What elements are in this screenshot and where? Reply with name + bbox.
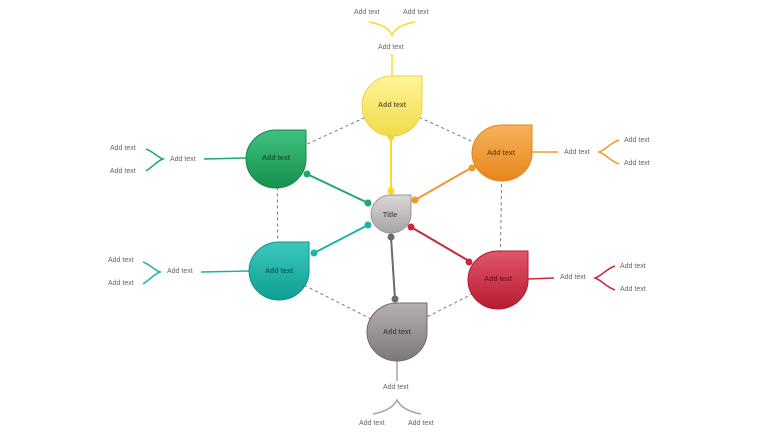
teal-branch-top: Add text: [108, 257, 134, 264]
red-branch-bottom: Add text: [620, 286, 646, 293]
connector-dot-teal: [364, 221, 372, 229]
node-green[interactable]: Add text: [245, 129, 307, 189]
center-title: Title: [383, 212, 397, 219]
connectors: [303, 133, 476, 303]
connector-gray: [390, 236, 396, 300]
brace-red: [592, 265, 616, 291]
connector-dot-gray-end: [391, 295, 399, 303]
brace-green: [145, 148, 166, 172]
node-red[interactable]: Add text: [467, 250, 529, 310]
teal-branch-main: Add text: [167, 268, 193, 275]
yellow-branch-left: Add text: [354, 9, 380, 16]
node-label-red: Add text: [484, 276, 513, 283]
connector-dot-red-end: [465, 258, 473, 266]
connector-red: [410, 226, 470, 262]
connector-dot-red: [407, 223, 415, 231]
gray-branch-main: Add text: [383, 384, 409, 391]
green-branch-top: Add text: [110, 145, 136, 152]
connector-teal: [313, 224, 369, 254]
gray-branch-left: Add text: [359, 420, 385, 427]
gray-branch-right: Add text: [408, 420, 434, 427]
node-label-teal: Add text: [265, 268, 294, 275]
center-title-node[interactable]: Title: [370, 194, 412, 234]
node-orange[interactable]: Add text: [471, 124, 533, 182]
orange-branch-main: Add text: [564, 149, 590, 156]
connector-dot-orange: [411, 196, 419, 204]
teal-branch-bottom: Add text: [108, 280, 134, 287]
green-branch-bottom: Add text: [110, 168, 136, 175]
yellow-branch-main: Add text: [378, 44, 404, 51]
node-label-gray: Add text: [383, 329, 412, 336]
branch-lines: [142, 21, 620, 415]
red-branch-top: Add text: [620, 263, 646, 270]
green-branch-main: Add text: [170, 156, 196, 163]
connector-orange: [414, 167, 472, 201]
orange-branch-bottom: Add text: [624, 160, 650, 167]
orange-branch-top: Add text: [624, 137, 650, 144]
connector-dot-gray: [387, 233, 395, 241]
connector-dot-green: [364, 199, 372, 207]
node-label-yellow: Add text: [378, 102, 407, 109]
node-gray[interactable]: Add text: [366, 302, 428, 362]
brace-teal: [142, 261, 163, 285]
connector-dot-yellow: [387, 187, 395, 195]
connector-green: [306, 173, 369, 204]
yellow-branch-right: Add text: [403, 9, 429, 16]
node-yellow[interactable]: Add text: [361, 75, 423, 137]
connector-dot-orange-end: [468, 164, 476, 172]
brace-gray: [372, 398, 422, 415]
node-label-orange: Add text: [487, 150, 516, 157]
node-label-green: Add text: [262, 155, 291, 162]
connector-dot-green-end: [303, 170, 311, 178]
connector-dot-teal-end: [310, 249, 318, 257]
node-teal[interactable]: Add text: [248, 241, 310, 301]
brace-yellow: [368, 21, 416, 37]
red-branch-main: Add text: [560, 274, 586, 281]
brace-orange: [596, 139, 620, 165]
